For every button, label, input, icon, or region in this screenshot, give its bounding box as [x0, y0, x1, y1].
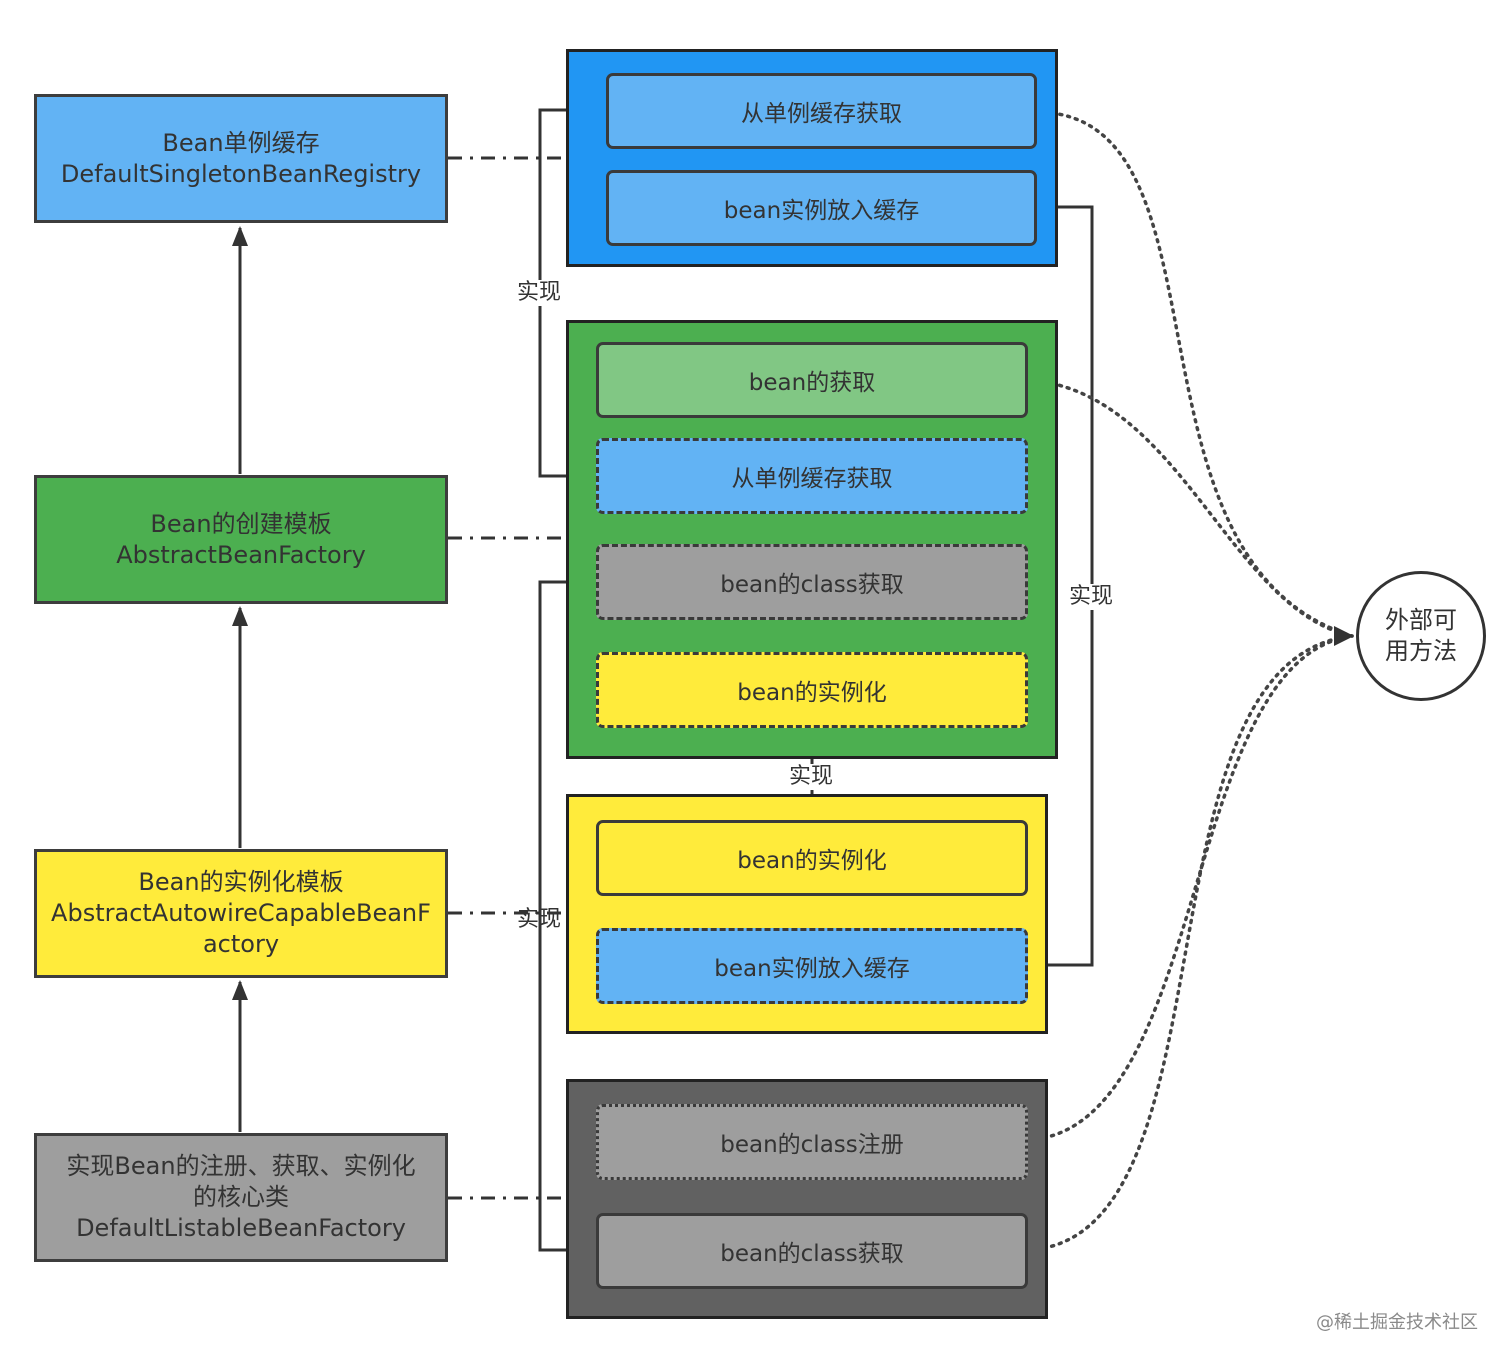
- method-add-singleton: bean实例放入缓存: [606, 170, 1037, 246]
- class-factory-text: Bean的创建模板 AbstractBeanFactory: [116, 509, 366, 571]
- class-listable-line2: 的核心类: [193, 1183, 289, 1211]
- external-arrowhead: [1334, 626, 1354, 646]
- method-get-singleton-abstract: 从单例缓存获取: [596, 438, 1028, 514]
- class-listable-line3: DefaultListableBeanFactory: [76, 1214, 406, 1242]
- class-registry-text: Bean单例缓存 DefaultSingletonBeanRegistry: [61, 128, 421, 190]
- method-get-bean-definition: bean的class获取: [596, 1213, 1028, 1289]
- method-get-bean-definition-abstract: bean的class获取: [596, 544, 1028, 620]
- external-curve-4: [1026, 634, 1354, 1252]
- method-get-singleton: 从单例缓存获取: [606, 73, 1037, 149]
- class-factory-line2: AbstractBeanFactory: [116, 540, 366, 569]
- class-registry-line1: Bean单例缓存: [162, 128, 320, 157]
- class-listable-line1: 实现Bean的注册、获取、实例化: [66, 1152, 416, 1180]
- class-listable-text: 实现Bean的注册、获取、实例化 的核心类 DefaultListableBea…: [66, 1151, 415, 1244]
- edge-label-implements-instantiate: 实现: [788, 764, 835, 790]
- method-get-bean: bean的获取: [596, 342, 1028, 418]
- watermark-text: @稀土掘金技术社区: [1316, 1312, 1478, 1333]
- method-add-singleton-abstract: bean实例放入缓存: [596, 928, 1028, 1004]
- class-registry-line2: DefaultSingletonBeanRegistry: [60, 159, 422, 188]
- class-autowire-text: Bean的实例化模板 AbstractAutowireCapableBeanF …: [51, 867, 431, 960]
- class-abstract-bean-factory: Bean的创建模板 AbstractBeanFactory: [34, 475, 448, 604]
- class-factory-line1: Bean的创建模板: [150, 509, 332, 538]
- external-line1: 外部可: [1385, 606, 1457, 634]
- class-default-singleton-bean-registry: Bean单例缓存 DefaultSingletonBeanRegistry: [34, 94, 448, 223]
- class-autowire-line3: actory: [202, 930, 280, 958]
- edge-label-implements-class-get: 实现: [517, 907, 562, 932]
- edge-label-implements-cache-put: 实现: [1068, 584, 1115, 610]
- external-methods-node: 外部可 用方法: [1356, 571, 1486, 701]
- method-register-bean-definition: bean的class注册: [596, 1104, 1028, 1180]
- method-create-bean: bean的实例化: [596, 820, 1028, 896]
- external-curve-2: [1026, 378, 1354, 638]
- class-abstract-autowire-capable-bean-factory: Bean的实例化模板 AbstractAutowireCapableBeanF …: [34, 849, 448, 978]
- class-autowire-line1: Bean的实例化模板: [138, 868, 344, 896]
- external-curve-1: [1034, 110, 1354, 638]
- method-create-bean-abstract: bean的实例化: [596, 652, 1028, 728]
- edge-label-implements-singleton: 实现: [516, 280, 563, 306]
- external-line2: 用方法: [1385, 637, 1457, 665]
- external-curve-3: [1026, 634, 1354, 1142]
- class-autowire-line2: AbstractAutowireCapableBeanF: [51, 899, 431, 927]
- class-default-listable-bean-factory: 实现Bean的注册、获取、实例化 的核心类 DefaultListableBea…: [34, 1133, 448, 1262]
